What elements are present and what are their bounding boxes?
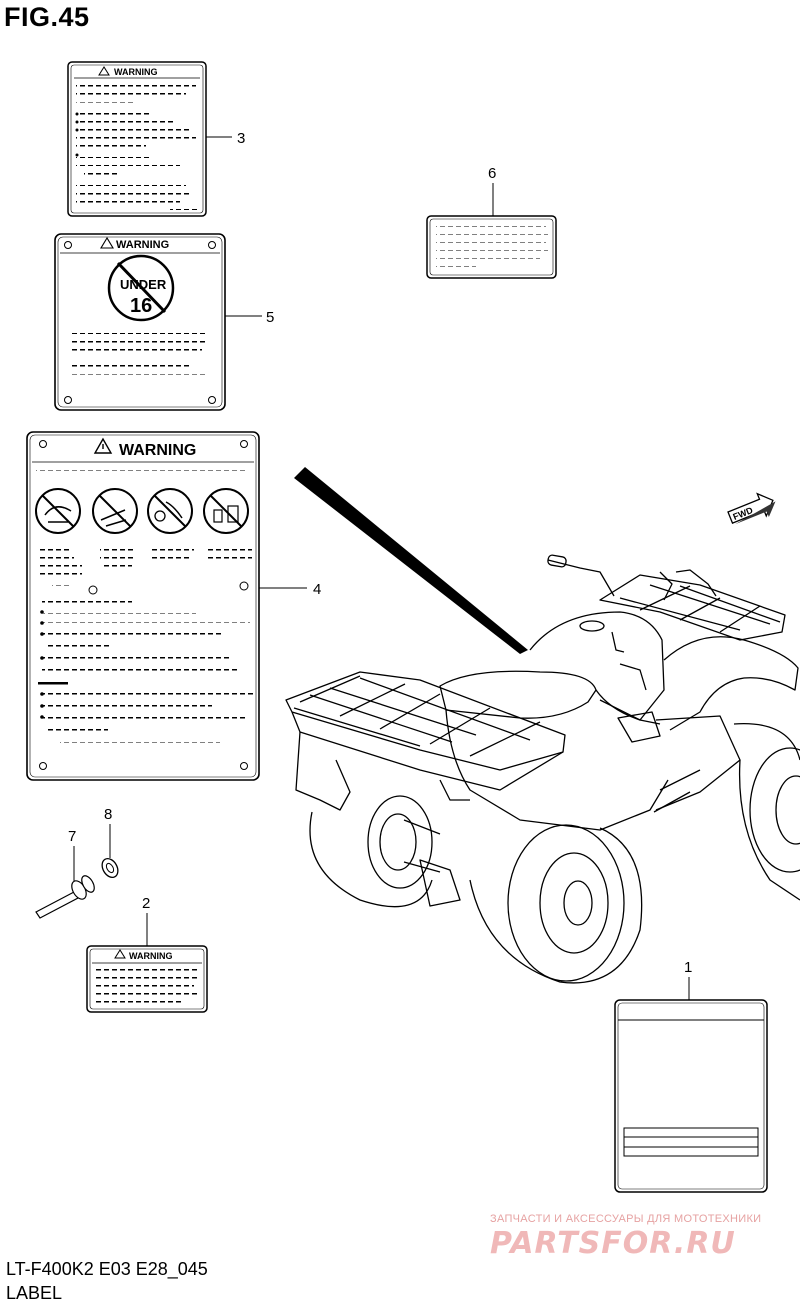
label-4[interactable]: WARNING	[26, 431, 260, 781]
fwd-arrow-icon: FWD	[727, 492, 776, 525]
watermark-tagline: ЗАПЧАСТИ И АКСЕССУАРЫ ДЛЯ МОТОТЕХНИКИ	[490, 1213, 762, 1225]
pictogram-1	[35, 488, 81, 534]
callout-3[interactable]: 3	[237, 130, 245, 147]
location-pointer	[294, 467, 528, 654]
pictogram-4	[203, 488, 249, 534]
pictogram-2	[92, 488, 138, 534]
figure-title: FIG.45	[4, 2, 90, 32]
label-5[interactable]: WARNING UNDER 16	[54, 233, 226, 411]
under-text: UNDER	[120, 277, 167, 292]
label-3[interactable]: WARNING	[67, 61, 207, 217]
pictogram-3	[147, 488, 193, 534]
label-5-warning-text: WARNING	[116, 239, 169, 251]
rivet-7[interactable]	[35, 874, 97, 919]
callout-2[interactable]: 2	[142, 895, 150, 912]
callout-8[interactable]: 8	[104, 806, 112, 823]
callout-4[interactable]: 4	[313, 581, 321, 598]
atv-illustration	[285, 554, 800, 984]
callout-5[interactable]: 5	[266, 309, 274, 326]
age-16-text: 16	[130, 295, 152, 317]
label-6[interactable]	[426, 215, 557, 279]
label-2[interactable]: WARNING	[86, 945, 208, 1013]
callout-1[interactable]: 1	[684, 959, 692, 976]
label-4-warning-text: WARNING	[119, 442, 196, 459]
model-code: LT-F400K2 E03 E28_045	[6, 1259, 208, 1279]
label-1[interactable]	[614, 999, 768, 1193]
label-2-warning-text: WARNING	[129, 951, 173, 961]
label-3-warning-text: WARNING	[114, 67, 158, 77]
callout-7[interactable]: 7	[68, 828, 76, 845]
watermark-logo: PARTSFOR.RU	[490, 1226, 736, 1261]
washer-8[interactable]	[99, 856, 121, 880]
callout-6[interactable]: 6	[488, 165, 496, 182]
section-name: LABEL	[6, 1283, 63, 1303]
